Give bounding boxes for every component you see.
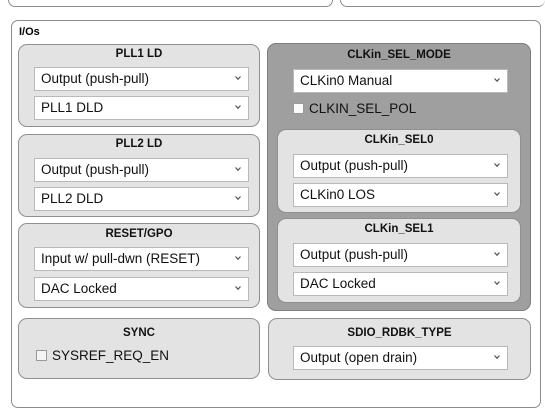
pll2-ld-type-select[interactable]: Output (push-pull)	[34, 158, 249, 182]
sdio-rdbk-type-value: Output (open drain)	[300, 350, 418, 365]
chevron-down-icon	[235, 167, 241, 172]
reset-gpo-type-value: Input w/ pull-dwn (RESET)	[41, 251, 201, 266]
ios-group-title: I/Os	[19, 26, 40, 38]
pll2-ld-value: PLL2 DLD	[41, 191, 104, 206]
clkin-sel1-type-value: Output (push-pull)	[300, 247, 409, 262]
reset-gpo-value: DAC Locked	[41, 281, 117, 296]
sdio-rdbk-type-panel: SDIO_RDBK_TYPE Output (open drain)	[268, 318, 531, 380]
clkin-sel1-panel: CLKin_SEL1 Output (push-pull) DAC Locked	[277, 218, 521, 303]
clkin-sel0-panel: CLKin_SEL0 Output (push-pull) CLKin0 LOS	[277, 129, 521, 213]
chevron-down-icon	[494, 78, 500, 83]
pll2-ld-value-select[interactable]: PLL2 DLD	[34, 187, 249, 211]
pll1-ld-title: PLL1 LD	[115, 48, 163, 60]
sysref-req-en-label: SYSREF_REQ_EN	[52, 347, 170, 363]
clkin-sel0-title: CLKin_SEL0	[364, 134, 434, 146]
clkin-sel-pol-checkbox[interactable]: CLKIN_SEL_POL	[293, 100, 416, 116]
chevron-down-icon	[235, 105, 241, 110]
sync-title: SYNC	[123, 327, 155, 339]
chevron-down-icon	[494, 192, 500, 197]
sync-panel: SYNC SYSREF_REQ_EN	[18, 318, 260, 379]
sdio-rdbk-type-title: SDIO_RDBK_TYPE	[347, 327, 452, 339]
chevron-down-icon	[494, 355, 500, 360]
pll2-ld-panel: PLL2 LD Output (push-pull) PLL2 DLD	[18, 134, 260, 217]
sdio-rdbk-type-select[interactable]: Output (open drain)	[293, 346, 508, 370]
upper-group-right	[340, 0, 545, 7]
pll1-ld-type-value: Output (push-pull)	[41, 71, 150, 86]
clkin-sel-pol-label: CLKIN_SEL_POL	[309, 100, 417, 116]
chevron-down-icon	[235, 76, 241, 81]
chevron-down-icon	[235, 256, 241, 261]
clkin-sel1-value: DAC Locked	[300, 276, 376, 291]
clkin-sel1-value-select[interactable]: DAC Locked	[293, 272, 508, 296]
reset-gpo-panel: RESET/GPO Input w/ pull-dwn (RESET) DAC …	[18, 223, 260, 308]
clkin-sel1-type-select[interactable]: Output (push-pull)	[293, 243, 508, 267]
chevron-down-icon	[494, 252, 500, 257]
chevron-down-icon	[494, 163, 500, 168]
clkin-sel-mode-select[interactable]: CLKin0 Manual	[293, 69, 508, 93]
clkin-sel-mode-value: CLKin0 Manual	[300, 73, 393, 88]
clkin-sel-mode-title: CLKin_SEL_MODE	[347, 49, 451, 61]
pll1-ld-value-select[interactable]: PLL1 DLD	[34, 96, 249, 120]
reset-gpo-value-select[interactable]: DAC Locked	[34, 277, 249, 301]
sysref-req-en-checkbox[interactable]: SYSREF_REQ_EN	[36, 347, 169, 363]
pll1-ld-value: PLL1 DLD	[41, 100, 104, 115]
reset-gpo-type-select[interactable]: Input w/ pull-dwn (RESET)	[34, 247, 249, 271]
upper-group-left	[8, 0, 333, 7]
pll1-ld-type-select[interactable]: Output (push-pull)	[34, 67, 249, 91]
clkin-sel1-title: CLKin_SEL1	[364, 223, 434, 235]
chevron-down-icon	[235, 286, 241, 291]
reset-gpo-title: RESET/GPO	[105, 228, 173, 240]
clkin-sel0-type-select[interactable]: Output (push-pull)	[293, 154, 508, 178]
pll2-ld-title: PLL2 LD	[115, 138, 163, 150]
chevron-down-icon	[235, 196, 241, 201]
sysref-req-en-box[interactable]	[36, 349, 47, 361]
clkin-sel0-value-select[interactable]: CLKin0 LOS	[293, 183, 508, 207]
pll2-ld-type-value: Output (push-pull)	[41, 162, 150, 177]
clkin-sel0-value: CLKin0 LOS	[300, 187, 376, 202]
clkin-sel0-type-value: Output (push-pull)	[300, 158, 409, 173]
pll1-ld-panel: PLL1 LD Output (push-pull) PLL1 DLD	[18, 44, 260, 127]
chevron-down-icon	[494, 281, 500, 286]
clkin-sel-pol-box[interactable]	[293, 102, 304, 114]
